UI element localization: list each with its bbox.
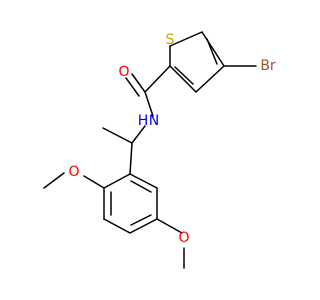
- bond-ch-aryl: [129, 142, 133, 175]
- structure-diagram: S Br O H N O O: [43, 31, 276, 269]
- carbonyl-oxygen-label: O: [118, 64, 129, 80]
- bond-c-n: [144, 91, 154, 117]
- atom-amide-nitrogen: H N: [138, 113, 160, 129]
- amide-nitrogen-label: N: [149, 113, 159, 129]
- bond-c3-c2-inner: [174, 66, 194, 85]
- methoxy-oxygen-2-label: O: [178, 230, 189, 246]
- bond-c3-c2: [169, 65, 197, 93]
- atom-carbonyl-oxygen: O: [118, 64, 129, 80]
- bond-s-c5: [169, 31, 203, 47]
- atom-methoxy-oxygen-2: O: [178, 230, 189, 246]
- methoxy-oxygen-1-label: O: [68, 164, 79, 180]
- bond-c2-o1: [83, 175, 105, 189]
- bond-c6-c1: [129, 173, 158, 189]
- molecule-canvas: S Br O H N O O: [43, 31, 276, 269]
- atom-bromine: Br: [260, 58, 276, 74]
- bond-c5-c4: [201, 31, 225, 67]
- bromine-label: Br: [260, 58, 276, 74]
- bond-c4-c3: [195, 65, 225, 93]
- atom-methoxy-oxygen-1: O: [68, 164, 79, 180]
- bond-ch-methyl: [102, 127, 133, 144]
- bond-c-o-1: [131, 73, 146, 93]
- bond-c4-c5: [129, 218, 158, 234]
- benzene-ring: [103, 173, 158, 234]
- sulfur-label: S: [166, 32, 175, 48]
- bond-n-ch: [131, 125, 146, 144]
- bond-c-o-2: [125, 77, 140, 97]
- amide-hydrogen-label: H: [138, 113, 149, 129]
- amide-group: [125, 65, 171, 117]
- thiophene-ring: [169, 31, 225, 93]
- bond-c2-carbonyl: [144, 65, 171, 93]
- bond-c3-c4: [103, 218, 131, 234]
- bond-o1-me: [43, 172, 65, 189]
- bond-c5-c4-inner: [206, 38, 218, 65]
- atom-sulfur: S: [166, 32, 175, 48]
- bond-c6-c1-inner: [130, 180, 152, 193]
- bond-c5-o2: [156, 218, 183, 234]
- bond-c4-c5-inner: [130, 214, 152, 226]
- bond-c1-c2: [103, 173, 131, 189]
